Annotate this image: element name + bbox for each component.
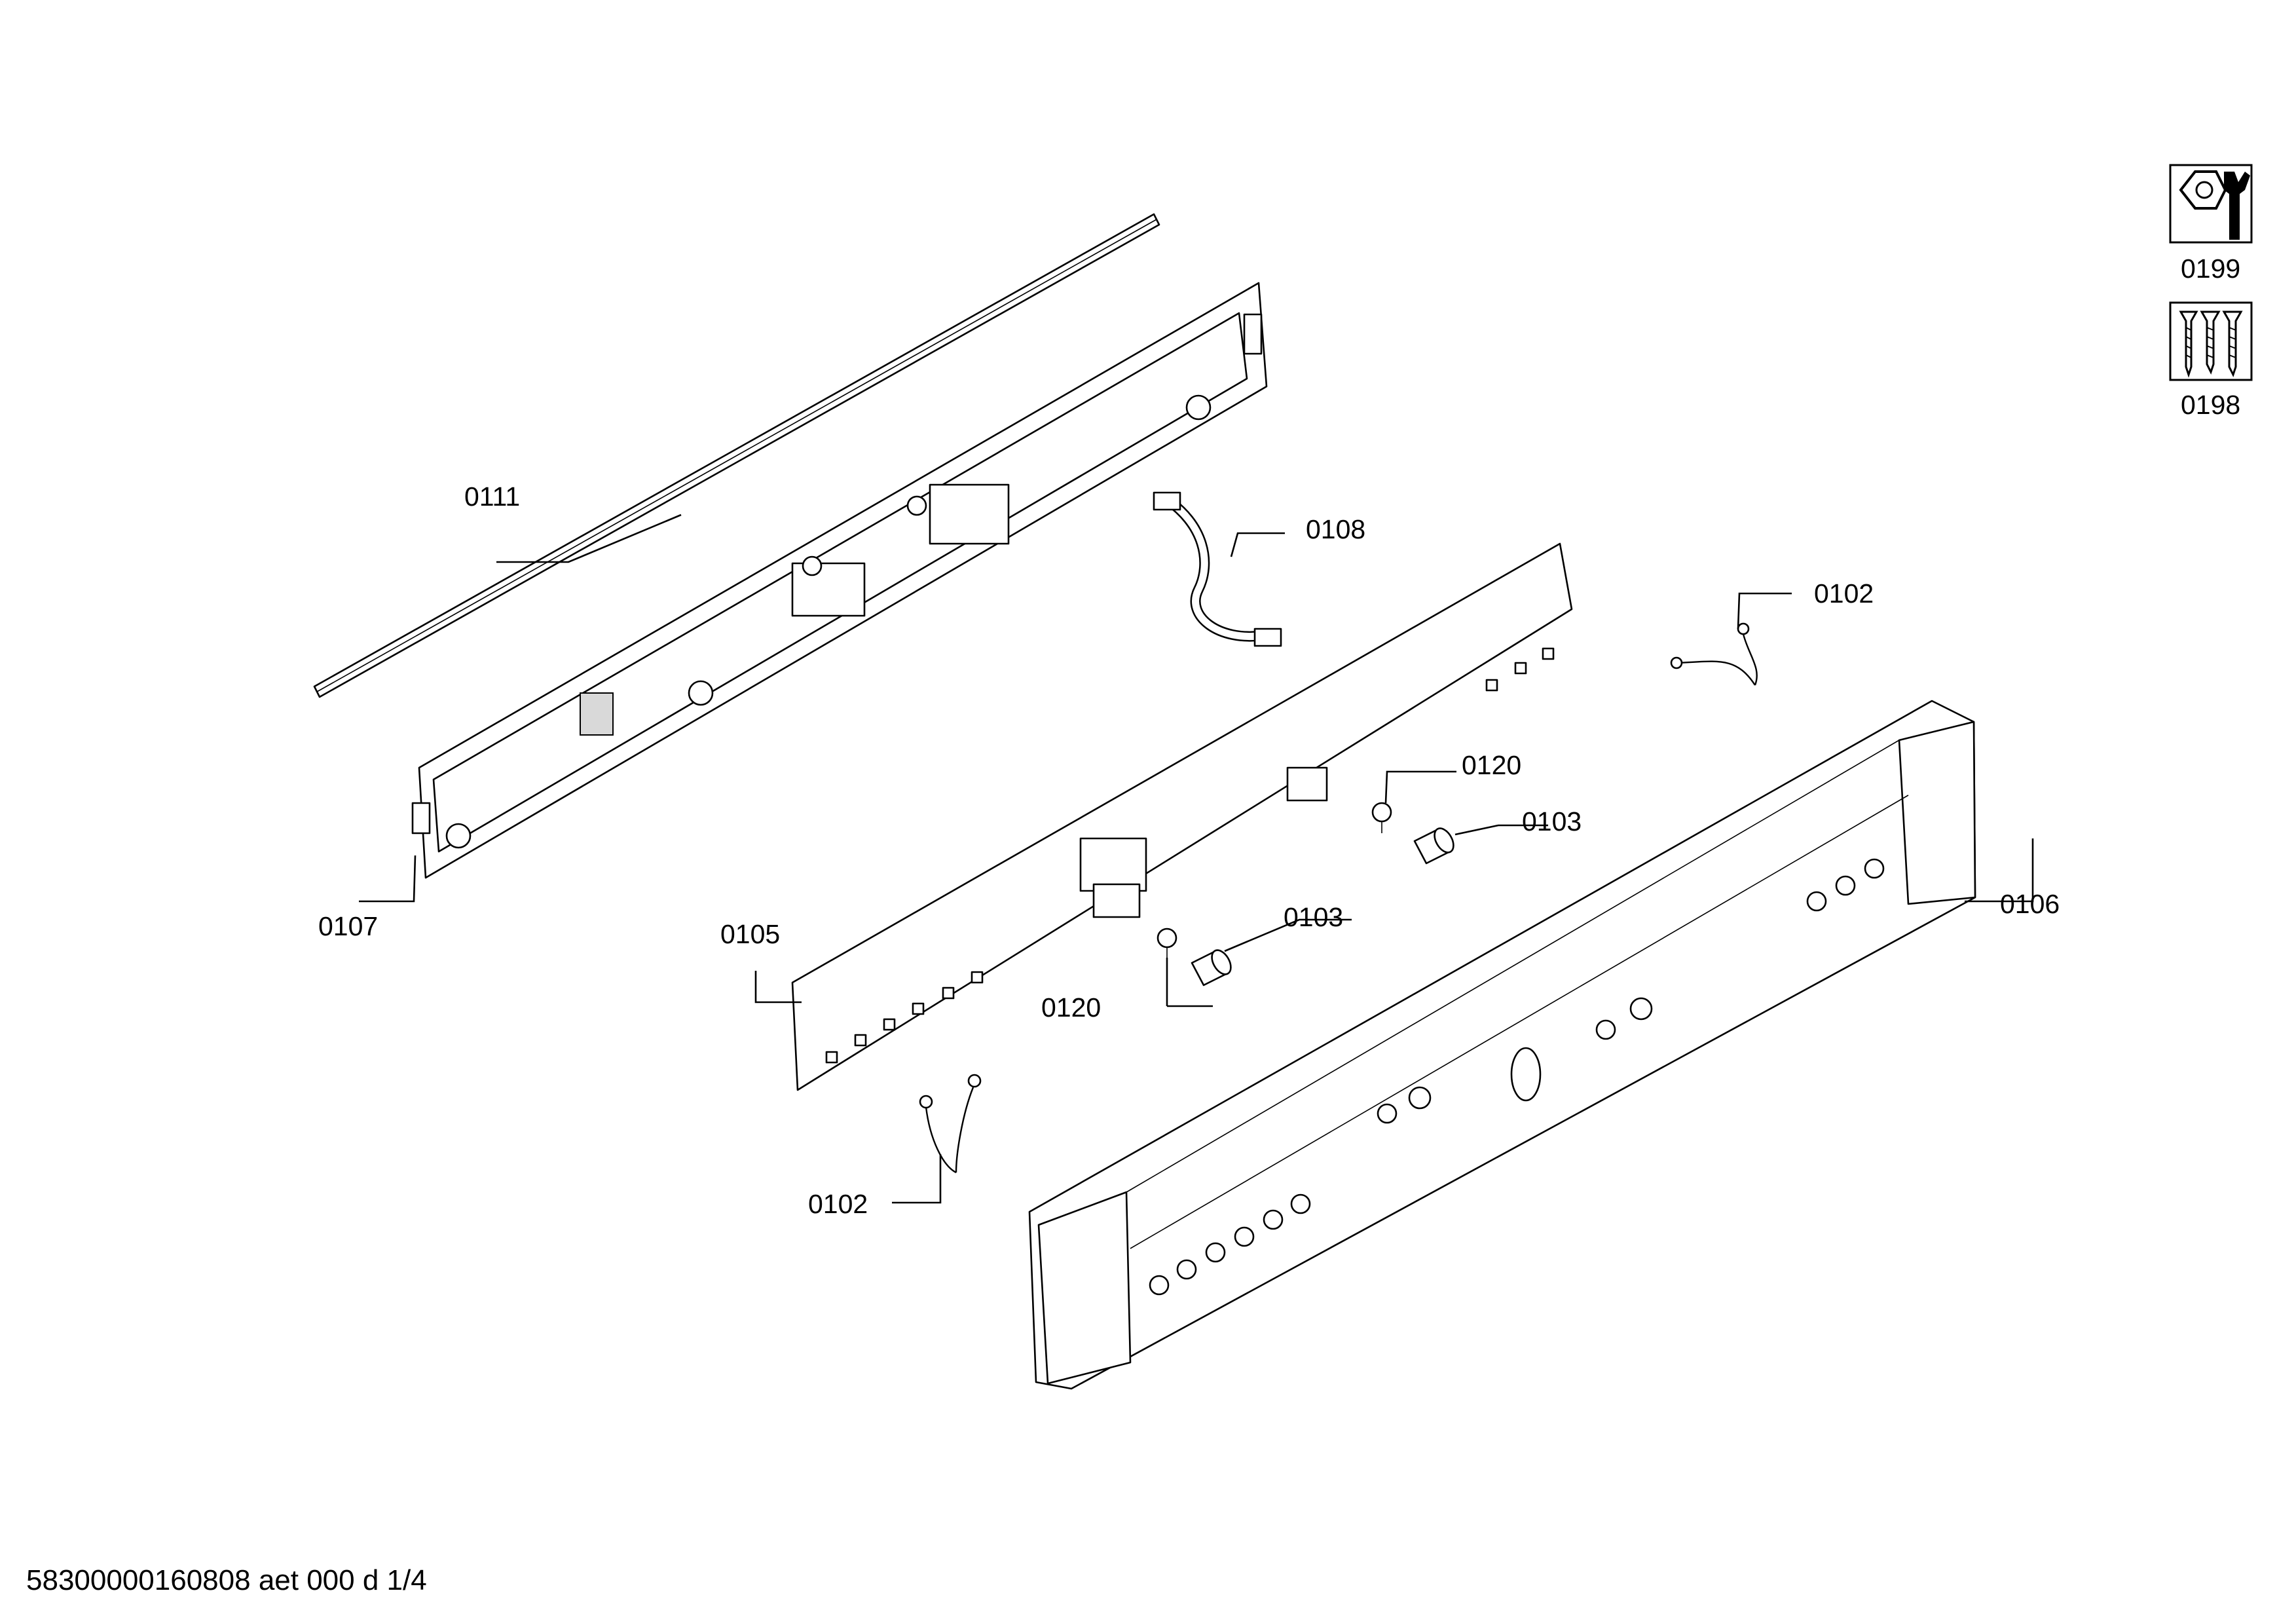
part-0102-wire-top (1670, 622, 1758, 686)
part-0102-wire-bottom (919, 1074, 982, 1174)
part-0106-control-panel (1028, 700, 1976, 1390)
label-0106: 0106 (2000, 889, 2060, 919)
document-code: 58300000160808 aet 000 d 1/4 (26, 1564, 427, 1596)
label-0198: 0198 (2181, 390, 2240, 420)
part-0107-frame (411, 282, 1268, 879)
label-0108: 0108 (1306, 514, 1365, 544)
panel-knob (1510, 1047, 1542, 1102)
callout-labels: 0111 0107 0108 0105 0102 0102 0120 0120 … (318, 481, 2060, 1219)
part-0103-cap-bottom (1191, 949, 1232, 986)
label-0102-top: 0102 (1814, 578, 1874, 609)
nut-and-wrench-icon (2179, 170, 2250, 240)
screws-icon (2179, 310, 2243, 378)
leader-lines (359, 514, 2034, 1204)
label-0102-bottom: 0102 (808, 1189, 868, 1219)
legend-0199: 0199 (2169, 164, 2253, 284)
label-0105: 0105 (720, 919, 780, 949)
label-0120-bottom: 0120 (1041, 992, 1101, 1023)
legend-0198: 0198 (2169, 301, 2253, 420)
part-0111-trim-strip (313, 213, 1160, 698)
part-0108-ribbon-cable (1153, 491, 1282, 647)
part-0103-cap-top (1413, 827, 1454, 865)
part-0120-switch-bottom (1157, 928, 1177, 959)
panel-buttons (1149, 858, 1885, 1296)
label-0103-top: 0103 (1522, 806, 1582, 836)
label-0199: 0199 (2181, 253, 2240, 284)
label-0107: 0107 (318, 911, 378, 941)
part-0105-circuit-board (791, 542, 1573, 1091)
label-0111: 0111 (464, 481, 520, 512)
board-buttons (825, 647, 1555, 1064)
label-0120-top: 0120 (1462, 750, 1521, 780)
part-0120-switch-top (1371, 802, 1392, 833)
label-0103-bottom: 0103 (1284, 902, 1343, 932)
